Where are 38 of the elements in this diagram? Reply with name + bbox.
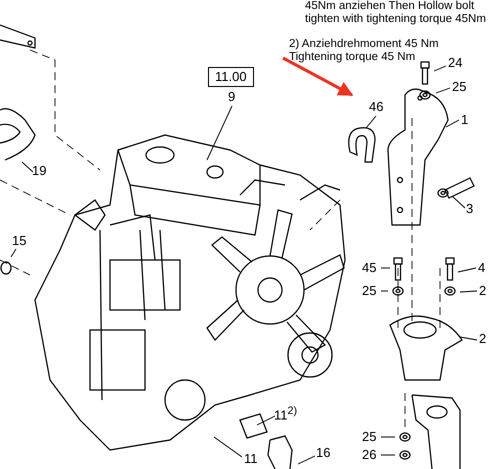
leader-line bbox=[460, 336, 478, 340]
leader-line bbox=[446, 120, 460, 128]
leader-line bbox=[458, 268, 476, 272]
callout-number: 25 bbox=[362, 430, 376, 444]
leader-line bbox=[10, 248, 16, 258]
callout-number: 45 bbox=[362, 261, 376, 275]
leader-line bbox=[380, 436, 396, 438]
callout-number: 16 bbox=[316, 446, 330, 460]
callout-number: 9 bbox=[228, 90, 236, 104]
leader-line bbox=[452, 196, 466, 208]
callout-number: 2 bbox=[479, 284, 486, 298]
leader-line bbox=[380, 454, 396, 456]
callout-number: 46 bbox=[369, 100, 384, 114]
callout-number: 4 bbox=[478, 261, 486, 275]
callout-number: 1 bbox=[461, 113, 468, 127]
leader-line bbox=[434, 66, 446, 72]
leader-line bbox=[366, 116, 376, 128]
callout-number: 2 bbox=[479, 332, 486, 346]
leader-line bbox=[256, 416, 276, 426]
leader-line bbox=[298, 456, 316, 464]
callout-number: 11$^{2)}$ bbox=[274, 404, 298, 422]
callout-number: 3 bbox=[466, 202, 474, 216]
leader-line bbox=[214, 436, 242, 458]
note-text: 2) Anziehdrehmoment 45 Nm Tightening torque 45 Nm bbox=[289, 38, 439, 64]
leader-line bbox=[22, 162, 34, 172]
callout-number: 26 bbox=[362, 448, 376, 462]
callout-number: 25 bbox=[452, 80, 466, 94]
callout-number: 25 bbox=[362, 284, 376, 298]
note-text: 45Nm anziehen Then Hollow bolt tighten with tightening torque 45Nm bbox=[305, 0, 487, 26]
leader-line bbox=[206, 106, 232, 160]
callout-number: 11 bbox=[244, 452, 258, 466]
leader-line bbox=[460, 290, 478, 292]
leader-line bbox=[380, 290, 388, 292]
callout-number: 19 bbox=[32, 164, 46, 178]
leader-line bbox=[436, 88, 450, 94]
reference-box: 11.00 bbox=[208, 67, 254, 87]
callout-number: 15 bbox=[12, 234, 26, 248]
callout-number: 24 bbox=[448, 56, 462, 70]
